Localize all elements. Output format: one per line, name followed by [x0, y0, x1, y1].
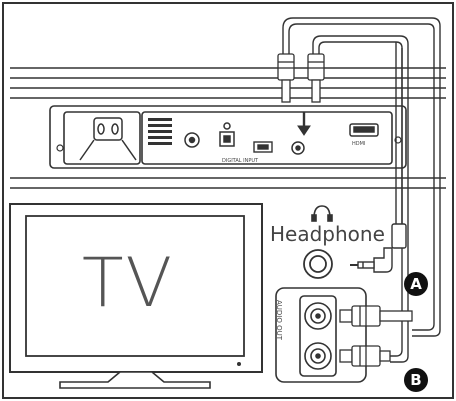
- audio-out-label: AUDIO OUT: [275, 300, 283, 341]
- rca-plugs-bottom: [339, 305, 413, 367]
- rca-plugs-top: [277, 53, 325, 103]
- digital-input-label: DIGITAL INPUT: [222, 158, 259, 164]
- usb-port: [253, 141, 273, 153]
- rca-cable: [282, 17, 441, 363]
- aux-in-port: [291, 141, 305, 155]
- soundbar-body: [10, 67, 446, 189]
- tv-label: TV: [82, 244, 175, 323]
- power-socket: [79, 117, 137, 161]
- optical-input-port: [219, 122, 235, 147]
- marker-b-badge: B: [404, 368, 428, 392]
- dc-input-port: [184, 132, 200, 148]
- insert-arrow: [297, 112, 311, 136]
- rca-jack-white: [304, 302, 332, 330]
- tv: [9, 203, 263, 389]
- hdmi-port: [349, 123, 379, 137]
- marker-a-badge: A: [404, 272, 428, 296]
- headphone-plug: [350, 223, 407, 273]
- headphone-cable: [395, 42, 403, 224]
- vent-slots: [148, 118, 172, 145]
- headphone-label: Headphone: [270, 222, 385, 246]
- rca-jack-red: [304, 342, 332, 370]
- headphone-socket: [303, 249, 333, 279]
- headphone-icon: [311, 205, 333, 222]
- hdmi-label: HDMI: [352, 141, 366, 147]
